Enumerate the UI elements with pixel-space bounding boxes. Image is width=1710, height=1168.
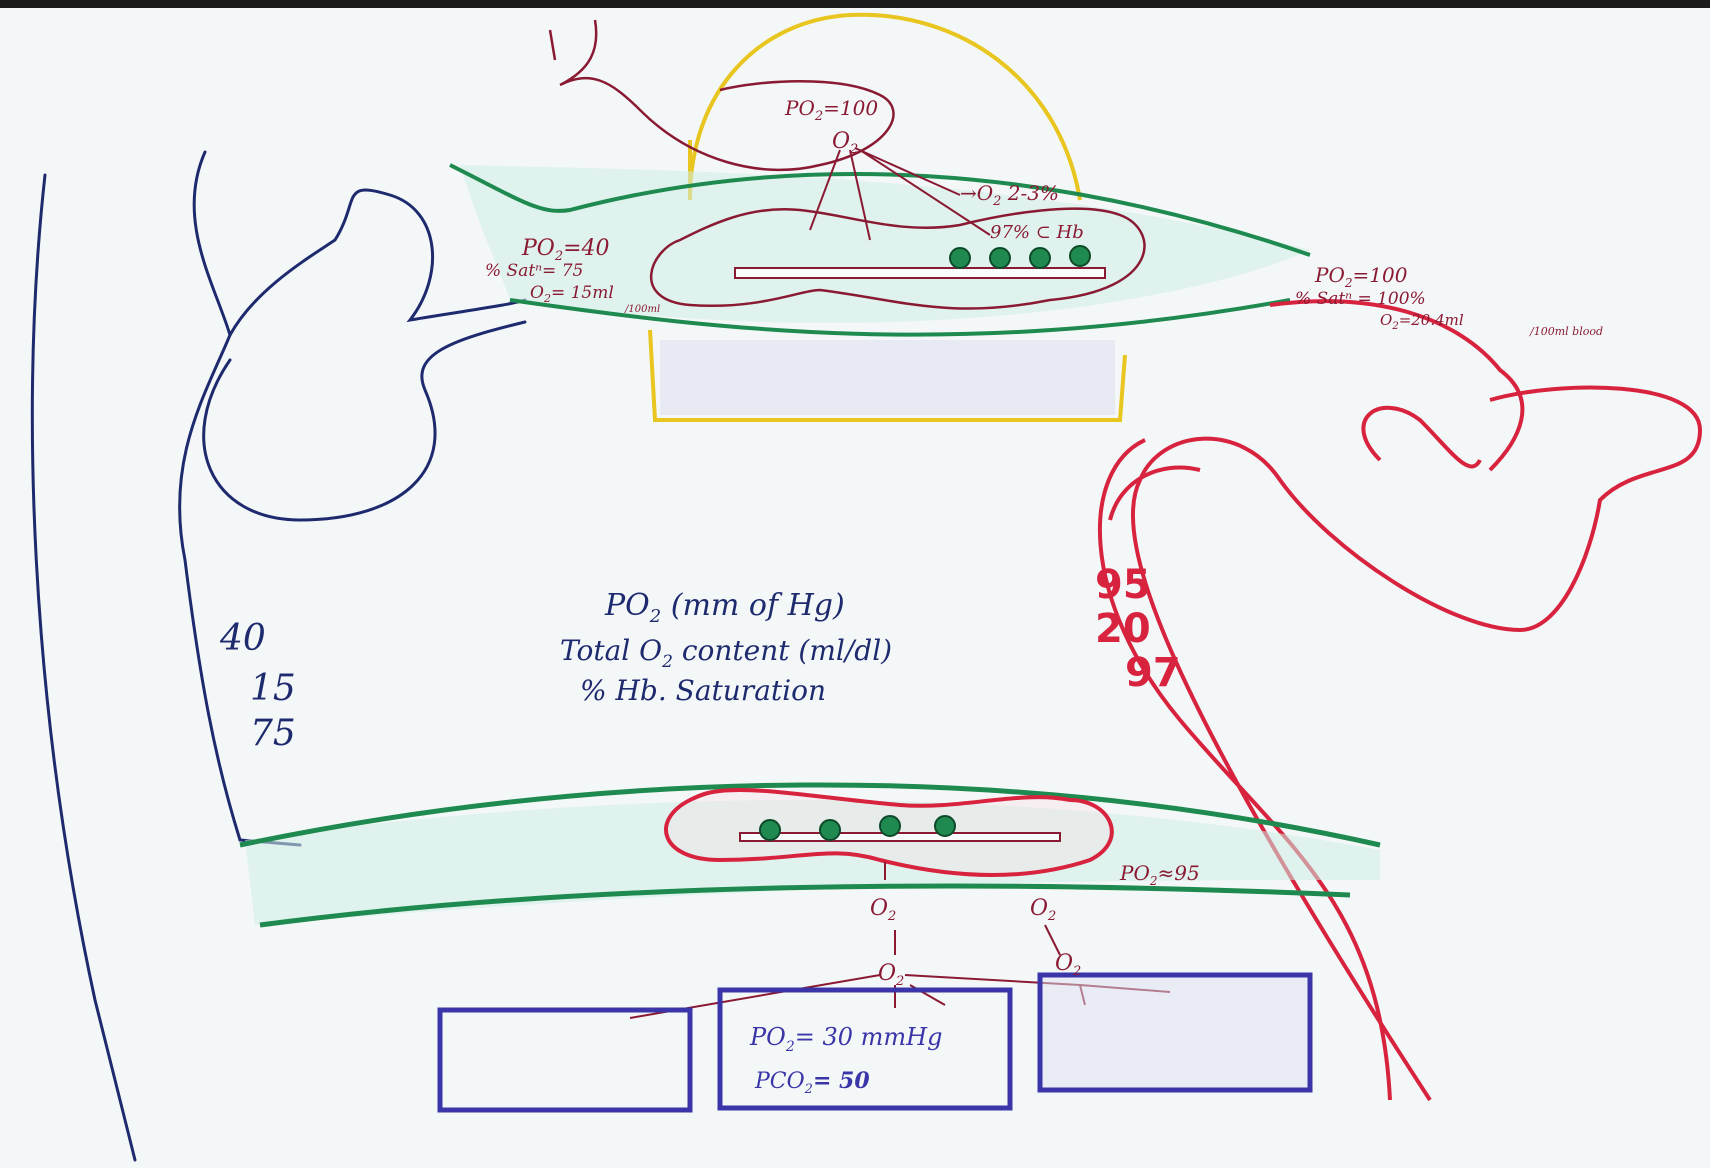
legend-hb-saturation: % Hb. Saturation (580, 674, 826, 707)
hb-dot (1070, 246, 1090, 266)
legend-po2: PO2 (mm of Hg) (604, 588, 845, 627)
o2-label-interstitial-b: O2 (1055, 951, 1081, 979)
o2-label-capillary-a: O2 (870, 896, 896, 924)
capillary-po2-label: PO2≈95 (1119, 861, 1200, 888)
lower-hb-bar (740, 833, 1060, 841)
upper-hb-bar (735, 268, 1105, 278)
bound-o2-label: 97% ⊂ Hb (990, 222, 1084, 243)
pa-o2-unit: /100ml (624, 304, 660, 315)
arterial-saturation-value: 97 (1125, 650, 1181, 696)
hb-dot (990, 248, 1010, 268)
venous-o2-content-value: 15 (250, 668, 296, 709)
hb-dot (1030, 248, 1050, 268)
alveolus-top-outline (690, 15, 1080, 200)
hb-dot (760, 820, 780, 840)
pa-sat-label: % Satⁿ= 75 (485, 261, 583, 281)
arterial-po2-value: 95 (1095, 562, 1151, 608)
hb-dot (880, 816, 900, 836)
alveolus-fill-shadow (660, 340, 1115, 415)
right-heart-lower (204, 322, 525, 520)
tissue-cell-left (440, 1010, 690, 1110)
dissolved-o2-label: →O2 2-3% (960, 181, 1059, 209)
o2-label-interstitial-a: O2 (878, 961, 904, 989)
hb-dot (820, 820, 840, 840)
pa-po2-label: PO2=40 (521, 236, 610, 264)
aorta-bend (1110, 467, 1200, 520)
hb-dot (950, 248, 970, 268)
vena-cava-outer (32, 175, 135, 1160)
left-heart-inner (1363, 408, 1480, 467)
pv-po2-label: PO2=100 (1314, 263, 1408, 290)
legend-o2-content: Total O2 content (ml/dl) (560, 634, 892, 672)
top-border (0, 0, 1710, 8)
pv-sat-label: % Satⁿ = 100% (1295, 289, 1426, 309)
alveolar-o2-label: O2 (832, 129, 858, 157)
hb-dot (935, 816, 955, 836)
alveolar-po2-label: PO2=100 (784, 96, 878, 124)
tissue-po2-label: PO2= 30 mmHg (749, 1023, 942, 1055)
pv-o2-label: O2=20.4ml (1380, 311, 1464, 332)
tissue-pco2-label: PCO2= 50 (754, 1068, 870, 1097)
venous-saturation-value: 75 (250, 713, 296, 754)
airway-line (550, 30, 555, 60)
arterial-o2-content-value: 20 (1095, 606, 1151, 652)
venous-po2-value: 40 (219, 618, 266, 659)
pv-o2-unit: /100ml blood (1529, 325, 1603, 338)
o2-label-capillary-b: O2 (1030, 896, 1056, 924)
tissue-cell-right (1040, 975, 1310, 1090)
pa-o2-label: O2= 15ml (530, 283, 614, 305)
